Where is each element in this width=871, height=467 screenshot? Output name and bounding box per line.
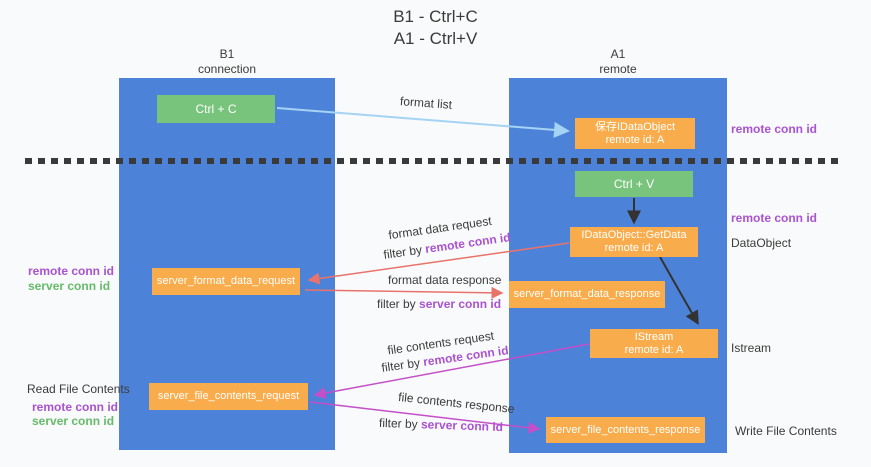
left-server-conn-id-label-1: server conn id	[28, 279, 111, 293]
filter-by-text: filter by	[380, 355, 425, 375]
title-line-1: B1 - Ctrl+C	[393, 7, 478, 26]
left-server-conn-id-label-2: server conn id	[32, 414, 115, 428]
right-remote-conn-id-label-1: remote conn id	[731, 122, 818, 136]
right-column-role: remote	[599, 62, 637, 76]
getdata-label: IDataObject::GetData	[581, 229, 687, 241]
istream-box: IStream remote id: A	[590, 329, 718, 358]
title-line-2: A1 - Ctrl+V	[393, 29, 478, 48]
filter-by-text: filter by	[377, 297, 420, 311]
write-file-contents-label: Write File Contents	[735, 424, 837, 438]
left-remote-conn-id-label-2: remote conn id	[32, 400, 119, 414]
format-data-response-label: format data response	[388, 273, 502, 287]
istream-label: IStream	[634, 330, 674, 343]
idataobject-getdata-box: IDataObject::GetData remote id: A	[570, 227, 698, 257]
server-conn-id-key: server conn id	[419, 297, 502, 311]
left-column-header: B1 connection	[119, 47, 335, 77]
read-file-contents-label: Read File Contents	[27, 382, 130, 396]
ctrl-c-box: Ctrl + C	[157, 95, 275, 123]
server-format-data-request-box: server_format_data_request	[152, 268, 300, 295]
istream-side-label: Istream	[731, 341, 772, 355]
ctrl-v-box: Ctrl + V	[575, 171, 693, 197]
right-column-header: A1 remote	[509, 47, 727, 77]
server-file-contents-request-box: server_file_contents_request	[149, 383, 308, 410]
filter-by-text: filter by	[382, 242, 427, 262]
right-remote-conn-id-label-2: remote conn id	[731, 211, 818, 225]
format-list-label: format list	[399, 94, 453, 112]
phase-separator-dashed-line	[25, 158, 838, 164]
left-column-role: connection	[197, 62, 257, 76]
server-format-data-response-box: server_format_data_response	[509, 281, 665, 308]
format-data-response-filter-label: filter by server conn id	[377, 297, 501, 311]
file-contents-response-label: file contents response	[397, 389, 516, 417]
left-remote-conn-id-label-1: remote conn id	[28, 264, 115, 278]
right-column-name: A1	[610, 47, 626, 61]
getdata-remote-id: remote id: A	[604, 242, 664, 254]
dataobject-label: DataObject	[731, 236, 792, 250]
left-column-name: B1	[219, 47, 235, 61]
istream-remote-id: remote id: A	[624, 343, 684, 356]
save-idataobject-box: 保存IDataObject remote id: A	[575, 118, 695, 149]
server-file-contents-response-box: server_file_contents_response	[546, 417, 705, 443]
filter-by-text: filter by	[378, 415, 422, 432]
file-contents-response-filter-label: filter by server conn id	[379, 416, 503, 434]
save-idataobject-label: 保存IDataObject	[594, 120, 676, 133]
server-conn-id-key: server conn id	[420, 417, 504, 435]
diagram-title: B1 - Ctrl+C A1 - Ctrl+V	[0, 6, 871, 50]
save-idataobject-remote-id: remote id: A	[605, 133, 665, 146]
